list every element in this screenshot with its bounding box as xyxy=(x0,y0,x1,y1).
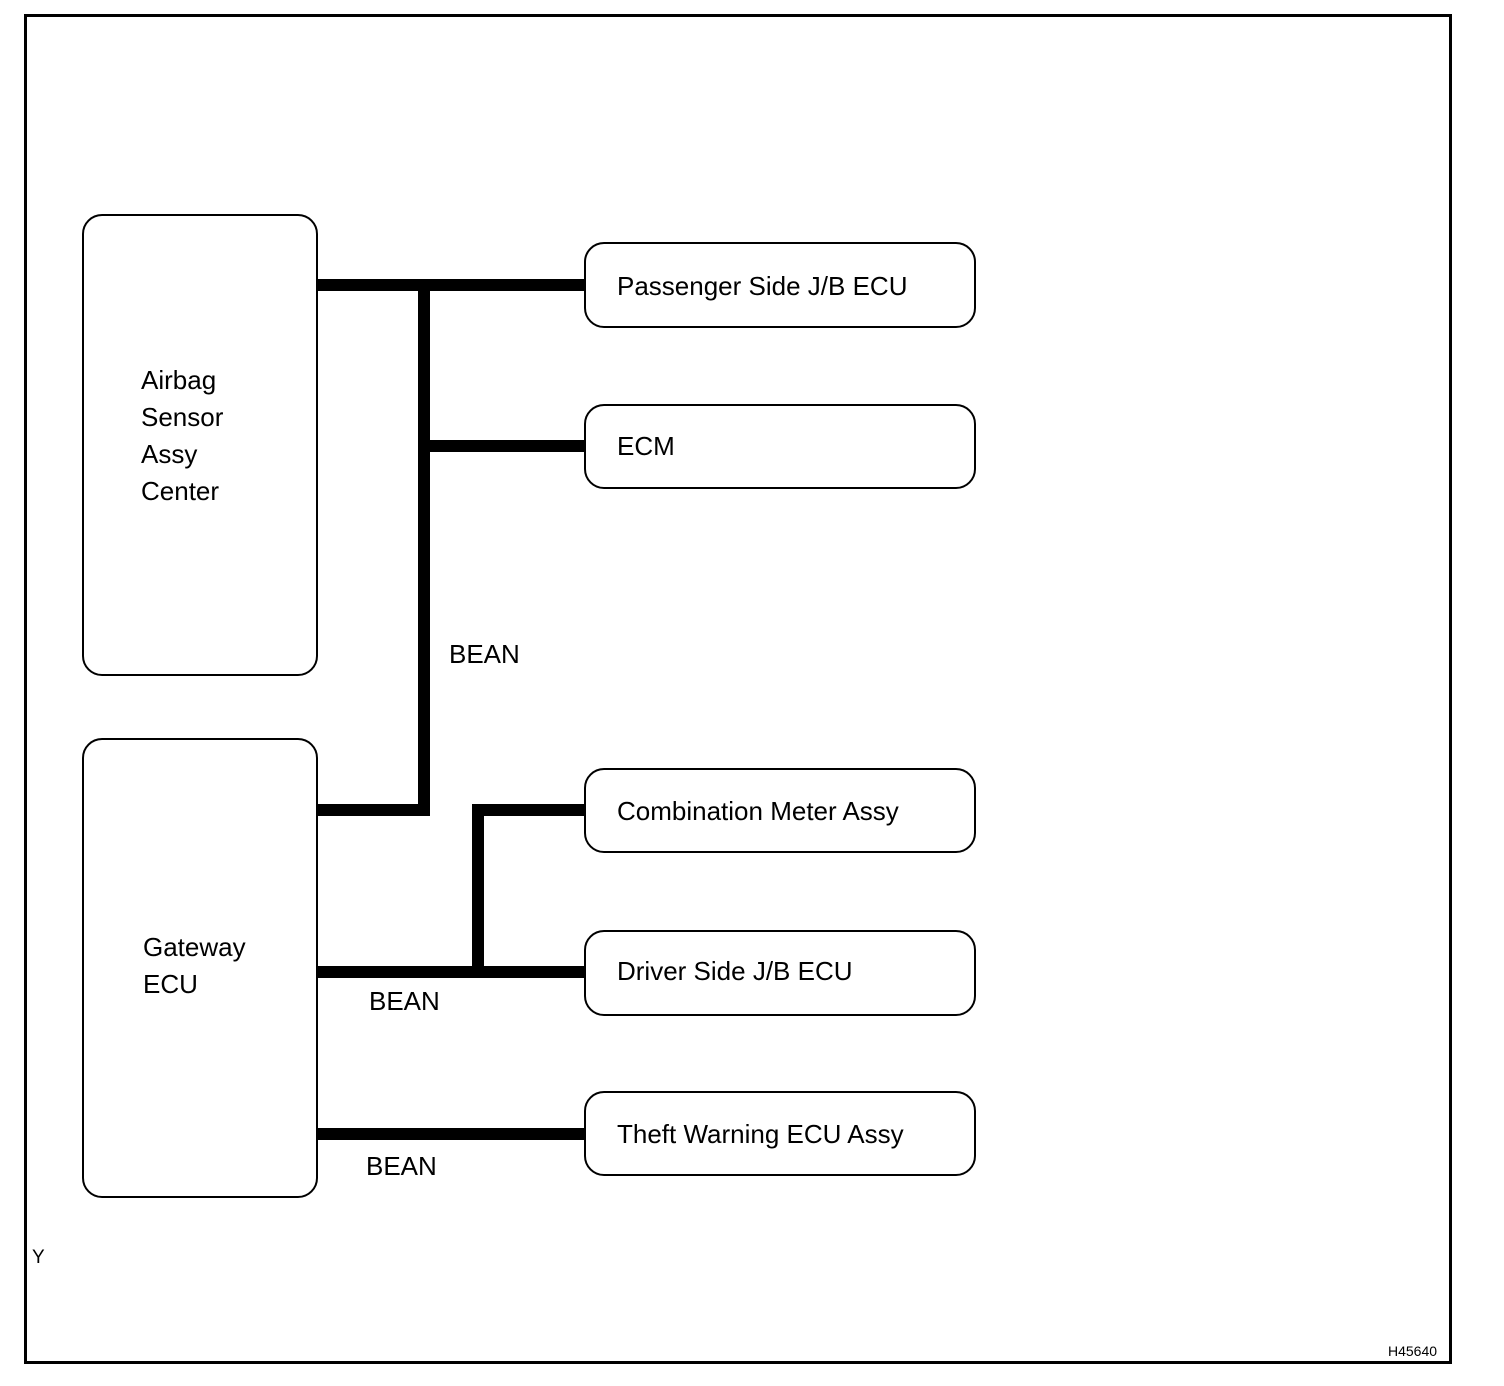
bean-wire-vertical-trunk xyxy=(418,279,430,816)
bean-label-lower: BEAN xyxy=(366,1151,437,1181)
bean-wire-meter-vertical xyxy=(472,804,484,978)
bean-wire-airbag-passenger xyxy=(316,279,586,291)
ecm-label: ECM xyxy=(617,431,675,461)
driver-jb-ecu-box xyxy=(584,930,976,1016)
gateway-ecu-box xyxy=(82,738,318,1198)
bean-wire-ecm xyxy=(418,440,586,452)
theft-warning-ecu-label: Theft Warning ECU Assy xyxy=(617,1119,904,1149)
passenger-jb-ecu-label: Passenger Side J/B ECU xyxy=(617,271,908,301)
bean-wire-gateway-driver xyxy=(316,966,586,978)
figure-code: H45640 xyxy=(1388,1343,1438,1359)
corner-mark-y: Y xyxy=(32,1247,45,1268)
bean-label-middle: BEAN xyxy=(369,986,440,1016)
diagram-frame xyxy=(24,14,1452,1364)
combination-meter-label: Combination Meter Assy xyxy=(617,796,899,826)
airbag-sensor-label: Airbag Sensor Assy Center xyxy=(141,365,224,506)
combination-meter-box xyxy=(584,768,976,853)
bean-wire-meter xyxy=(472,804,586,816)
bean-wire-gateway-theft xyxy=(316,1128,586,1140)
passenger-jb-ecu-box xyxy=(584,242,976,328)
driver-jb-ecu-label: Driver Side J/B ECU xyxy=(617,956,853,986)
ecm-box xyxy=(584,404,976,489)
bean-wire-gateway-upper xyxy=(316,804,430,816)
gateway-ecu-label: Gateway ECU xyxy=(143,932,246,999)
bean-label-upper: BEAN xyxy=(449,639,520,669)
theft-warning-ecu-box xyxy=(584,1091,976,1176)
airbag-sensor-box xyxy=(82,214,318,676)
